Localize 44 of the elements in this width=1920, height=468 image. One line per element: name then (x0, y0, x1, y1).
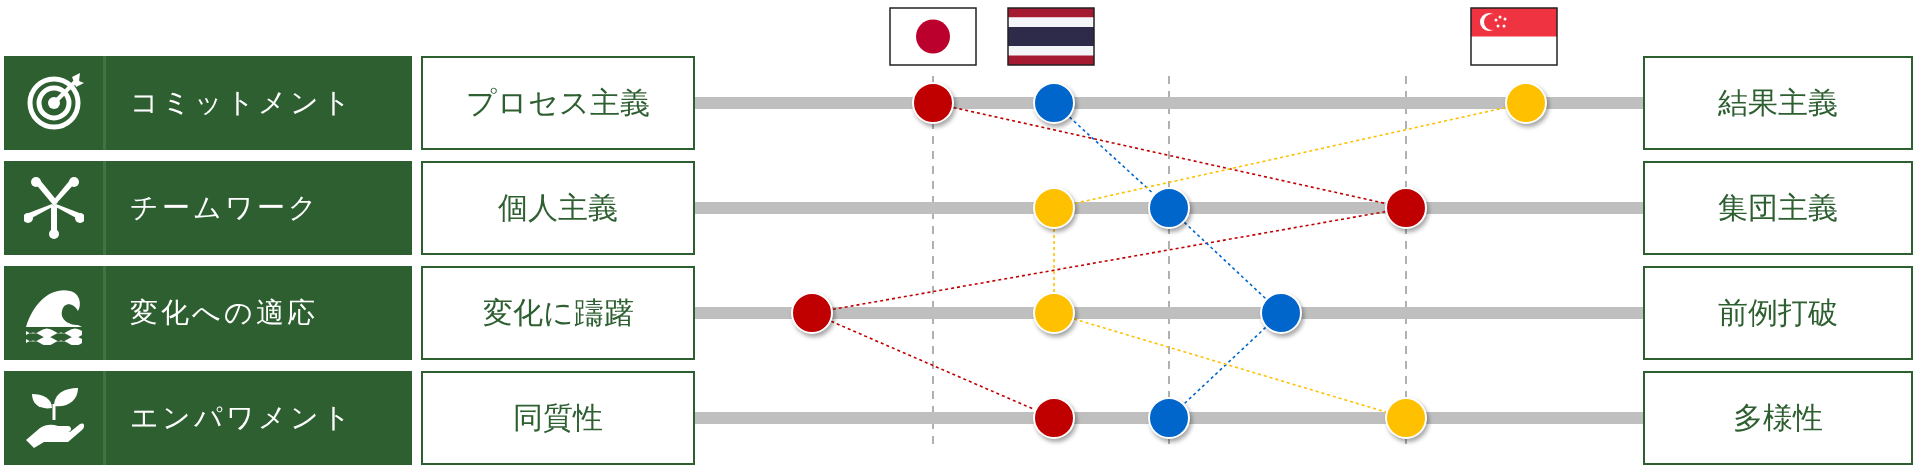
marker-dot (791, 292, 833, 334)
connector-line (1183, 221, 1267, 300)
label-text: 変化に躊躇 (482, 293, 634, 332)
label-box (1643, 161, 1913, 255)
label-text: 集団主義 (1718, 188, 1838, 227)
label-text: 同質性 (513, 398, 603, 437)
label-box (421, 56, 695, 150)
label-text: 前例打破 (1718, 293, 1838, 332)
marker-dot (1033, 82, 1075, 124)
marker-dot (1033, 292, 1075, 334)
label-text: プロセス主義 (466, 83, 650, 122)
connector-line (1053, 228, 1055, 293)
category-label: 変化への適応 (103, 266, 318, 360)
category-panel (4, 371, 412, 465)
marker-dot (1505, 82, 1547, 124)
marker-dot (1033, 397, 1075, 439)
category-label: チームワーク (103, 161, 320, 255)
connector-line (831, 210, 1387, 311)
category-label: コミットメント (103, 56, 354, 150)
marker-dot (1260, 292, 1302, 334)
marker-dot (912, 82, 954, 124)
category-label: エンパワメント (103, 371, 354, 465)
label-box (421, 266, 695, 360)
connector-line (1068, 116, 1155, 195)
connector-line (1183, 326, 1267, 405)
connector-line (1073, 106, 1507, 205)
label-box (1643, 266, 1913, 360)
label-box (421, 161, 695, 255)
label-text: 個人主義 (498, 188, 618, 227)
marker-dot (1148, 187, 1190, 229)
connector-line (952, 106, 1387, 205)
label-box (1643, 371, 1913, 465)
label-box (421, 371, 695, 465)
marker-dot (1033, 187, 1075, 229)
label-text: 結果主義 (1718, 83, 1838, 122)
label-text: 多様性 (1733, 398, 1823, 437)
category-panel (4, 161, 412, 255)
category-panel (4, 266, 412, 360)
marker-dot (1385, 187, 1427, 229)
category-panel (4, 56, 412, 150)
marker-dot (1385, 397, 1427, 439)
marker-dot (1148, 397, 1190, 439)
connector-line (1073, 318, 1387, 413)
label-box (1643, 56, 1913, 150)
